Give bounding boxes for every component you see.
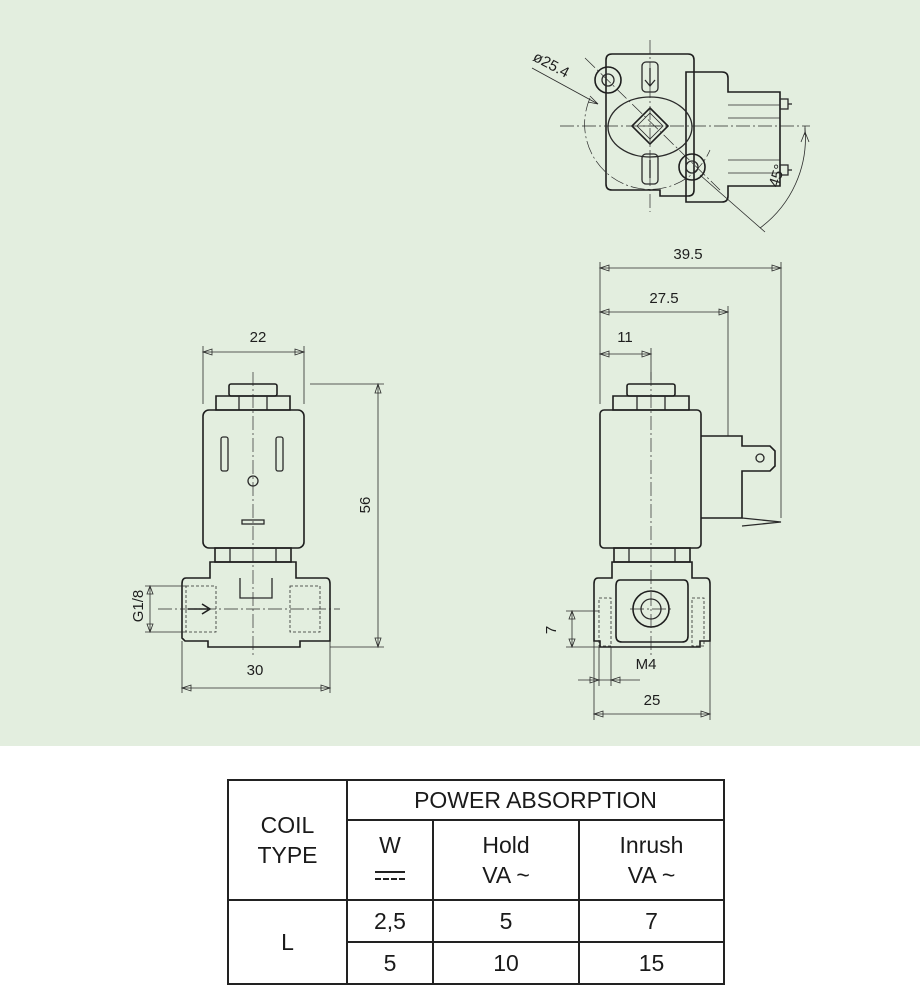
dc-symbol-icon (375, 871, 405, 883)
dim-m4: M4 (636, 656, 657, 673)
row2-hold: 10 (432, 941, 580, 985)
technical-drawing: ø25.4 45° 22 (0, 0, 920, 746)
dim-width-22: 22 (250, 329, 267, 346)
dim-27-5: 27.5 (649, 290, 678, 307)
top-view: ø25.4 45° (530, 40, 810, 233)
dim-diameter: ø25.4 (530, 49, 572, 82)
row1-hold: 5 (432, 899, 580, 943)
dim-thread-g18: G1/8 (130, 590, 147, 623)
watt-label: W (379, 832, 401, 858)
drawing-svg: ø25.4 45° 22 (130, 40, 810, 720)
dim-7: 7 (543, 626, 560, 634)
watt-header: W (346, 819, 434, 901)
dim-angle: 45° (766, 162, 789, 189)
row1-inrush: 7 (578, 899, 725, 943)
row2-w: 5 (346, 941, 434, 985)
power-absorption-table: COIL TYPE POWER ABSORPTION W Hold VA ~ I… (227, 779, 725, 985)
row1-w: 2,5 (346, 899, 434, 943)
hold-header: Hold VA ~ (432, 819, 580, 901)
coil-type-value: L (227, 899, 348, 985)
dim-11: 11 (617, 329, 633, 346)
coil-type-header: COIL TYPE (227, 779, 348, 901)
power-absorption-header: POWER ABSORPTION (346, 779, 725, 821)
dim-25: 25 (644, 692, 661, 709)
row2-inrush: 15 (578, 941, 725, 985)
front-view: 22 56 G1/8 30 (130, 329, 384, 693)
dim-width-30: 30 (247, 662, 264, 679)
side-view: 39.5 27.5 11 7 M4 25 (543, 246, 783, 720)
dim-39-5: 39.5 (673, 246, 702, 263)
dim-height-56: 56 (357, 497, 374, 514)
inrush-header: Inrush VA ~ (578, 819, 725, 901)
